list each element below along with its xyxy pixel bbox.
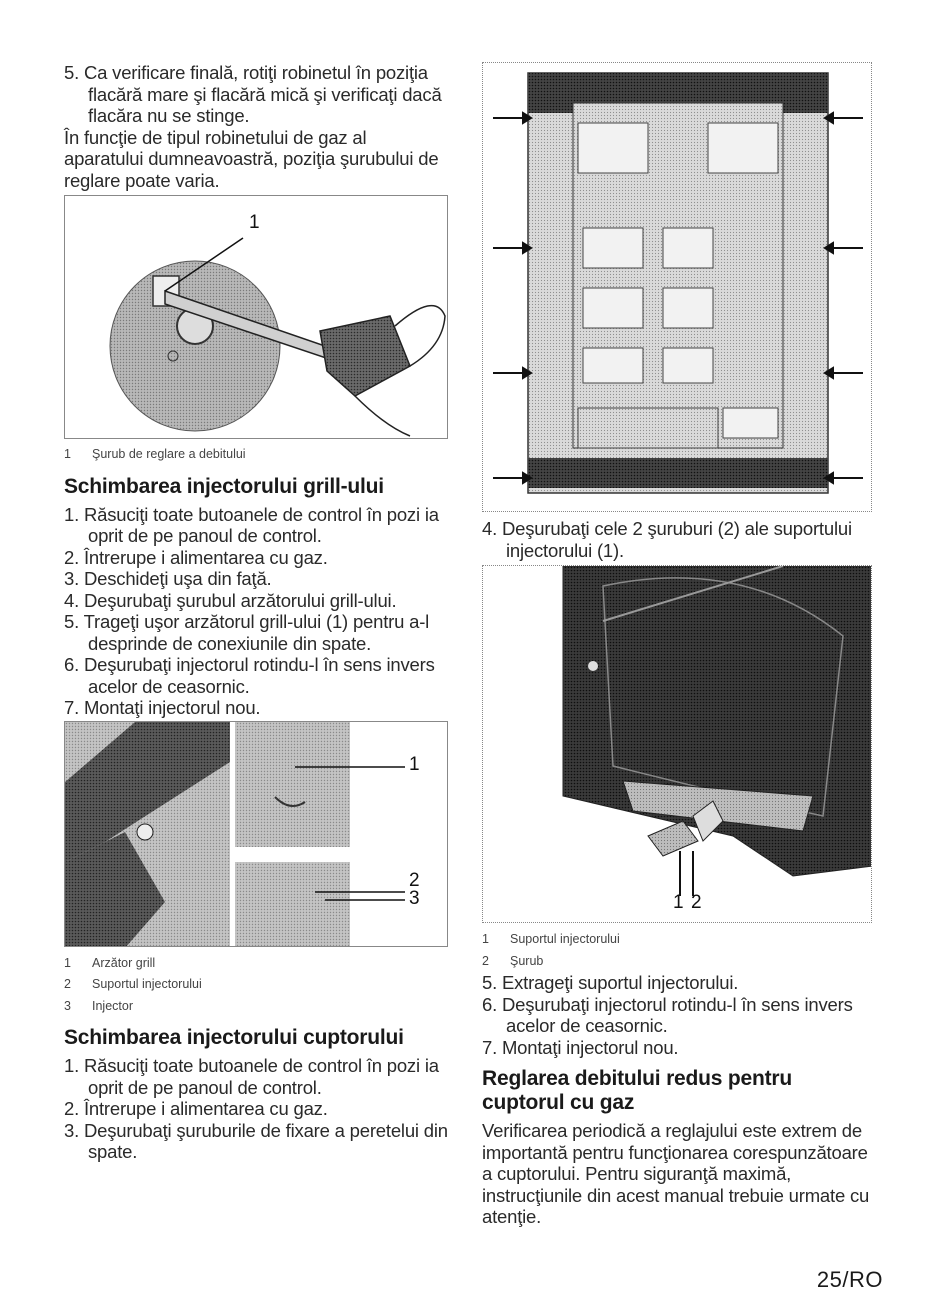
legend-number: 1 <box>482 932 489 946</box>
figure-injector-bracket-callout-1: 1 <box>673 892 684 913</box>
legend-text: Şurub de reglare a debitului <box>92 447 246 461</box>
right-column: 4. Deşurubaţi cele 2 şuruburi (2) ale su… <box>482 62 872 1228</box>
right-step-5: 5. Extrageţi suportul injectorului. <box>482 972 739 993</box>
figure-back-panel <box>482 62 872 512</box>
legend-number: 2 <box>64 977 71 991</box>
figure-injector-bracket-callout-2: 2 <box>691 892 702 913</box>
legend-text: Suportul injectorului <box>92 977 202 991</box>
legend-text: Şurub <box>510 953 544 968</box>
figure-adjust-screw-drawing <box>109 237 446 437</box>
grill-step-2: 2. Întrerupe i alimentarea cu gaz. <box>64 546 328 568</box>
left-column: 5. Ca verificare finală, rotiţi robinetu… <box>64 62 448 1163</box>
figure-grill-burner-callout-3: 3 <box>409 887 420 909</box>
figure-grill-burner-callout-2: 2 <box>409 869 420 891</box>
figure-grill-burner: 1 2 3 <box>64 720 448 947</box>
page-number: 25/RO <box>816 1267 883 1292</box>
grill-step-1: 1. Răsuciţi toate butoanele de control î… <box>64 503 439 547</box>
oven-step-2: 2. Întrerupe i alimentarea cu gaz. <box>64 1098 328 1119</box>
low-flame-paragraph: Verificarea periodică a reglajului este … <box>482 1120 870 1227</box>
figure-grill-burner-callout-1: 1 <box>409 753 420 775</box>
legend-row: 1 Suportul injectorului <box>482 929 872 951</box>
figure-injector-bracket: 1 2 <box>482 565 872 923</box>
legend-text: Suportul injectorului <box>510 932 620 946</box>
intro-step-5: 5. Ca verificare finală, rotiţi robinetu… <box>64 62 442 126</box>
legend-number: 2 <box>482 953 489 968</box>
right-step-4: 4. Deşurubaţi cele 2 şuruburi (2) ale su… <box>482 518 852 561</box>
legend-row: 1 Arzător grill <box>64 953 448 975</box>
legend-row: 2 Suportul injectorului <box>64 974 448 996</box>
grill-step-6: 6. Deşurubaţi injectorul rotindu-l în se… <box>64 654 435 697</box>
figure-grill-burner-drawing <box>65 721 405 946</box>
low-flame-heading: Reglarea debitului redus pentru cuptorul… <box>482 1067 793 1114</box>
figure-adjust-screw-legend: 1 Şurub de reglare a debitului <box>64 444 448 466</box>
grill-step-7: 7. Montaţi injectorul nou. <box>64 697 261 718</box>
grill-step-5: 5. Trageţi uşor arzătorul grill-ului (1)… <box>64 611 430 654</box>
figure-adjust-screw-callout-1: 1 <box>249 212 260 233</box>
oven-injector-heading: Schimbarea injectorului cuptorului <box>64 1026 404 1049</box>
grill-step-3: 3. Deschideţi uşa din faţă. <box>64 568 272 589</box>
figure-injector-bracket-drawing <box>562 566 871 896</box>
intro-paragraph: În funcţie de tipul robinetului de gaz a… <box>64 126 439 191</box>
right-step-6: 6. Deşurubaţi injectorul rotindu-l în se… <box>482 993 853 1037</box>
right-step-7: 7. Montaţi injectorul nou. <box>482 1036 679 1058</box>
oven-step-3: 3. Deşurubaţi şuruburile de fixare a per… <box>64 1119 448 1163</box>
grill-step-4: 4. Deşurubaţi şurubul arzătorului grill-… <box>64 589 397 611</box>
figure-grill-burner-legend: 1 Arzător grill 2 Suportul injectorului … <box>64 953 448 1018</box>
legend-row: 2 Şurub <box>482 951 872 973</box>
legend-text: Arzător grill <box>92 955 156 970</box>
figure-injector-bracket-legend: 1 Suportul injectorului 2 Şurub <box>482 929 872 972</box>
legend-text: Injector <box>92 998 133 1013</box>
oven-step-1: 1. Răsuciţi toate butoanele de control î… <box>64 1055 439 1098</box>
legend-row: 3 Injector <box>64 996 448 1018</box>
legend-number: 3 <box>64 998 71 1013</box>
legend-number: 1 <box>64 447 71 461</box>
grill-injector-heading: Schimbarea injectorului grill-ului <box>64 474 384 498</box>
figure-back-panel-drawing <box>493 72 863 494</box>
figure-adjust-screw: 1 <box>64 195 448 439</box>
legend-number: 1 <box>64 955 71 970</box>
